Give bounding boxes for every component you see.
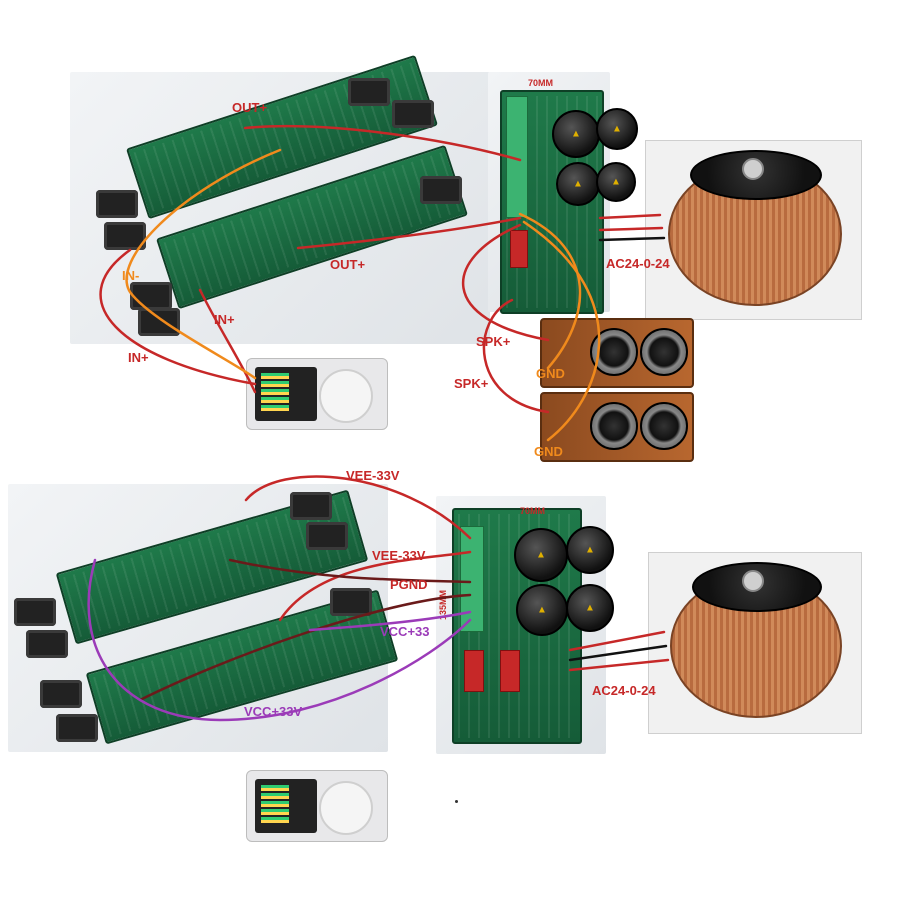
- player-screen: [255, 367, 317, 421]
- player-screen: [255, 779, 317, 833]
- filter-capacitor: ▲: [514, 528, 568, 582]
- power-transistor: [96, 190, 138, 218]
- dimension-label: 70MM: [528, 78, 554, 88]
- wire-spk-plus-2: [482, 298, 550, 414]
- label-ac: AC24-0-24: [592, 683, 656, 698]
- power-transistor: [392, 100, 434, 128]
- label-ac: AC24-0-24: [606, 256, 670, 271]
- filter-capacitor: ▲: [596, 108, 638, 150]
- relay: [464, 650, 484, 692]
- power-transistor: [138, 308, 180, 336]
- mp3-player-bottom: [246, 770, 388, 842]
- power-transistor: [56, 714, 98, 742]
- label-in-plus: IN+: [214, 312, 235, 327]
- dimension-label: 135MM: [438, 589, 449, 621]
- power-transistor: [420, 176, 462, 204]
- label-vee: VEE-33V: [346, 468, 400, 483]
- power-transistor: [14, 598, 56, 626]
- player-control-pad: [319, 369, 373, 423]
- label-pgnd: PGND: [390, 577, 428, 592]
- speaker-driver: [640, 402, 688, 450]
- label-gnd: GND: [534, 444, 563, 459]
- label-out-plus: OUT+: [232, 100, 268, 115]
- power-transistor: [26, 630, 68, 658]
- filter-capacitor: ▲: [566, 526, 614, 574]
- relay: [500, 650, 520, 692]
- terminal-block: [506, 96, 528, 218]
- player-control-pad: [319, 781, 373, 835]
- power-transistor: [130, 282, 172, 310]
- label-in-minus: IN-: [122, 268, 140, 283]
- speaker-driver: [590, 328, 638, 376]
- stray-dot: [455, 800, 458, 803]
- speaker-driver: [640, 328, 688, 376]
- mp3-player-top: [246, 358, 388, 430]
- dimension-label: 70MM: [520, 506, 546, 516]
- label-spk-plus: SPK+: [476, 334, 511, 349]
- power-transistor: [306, 522, 348, 550]
- speaker-driver: [590, 402, 638, 450]
- filter-capacitor: ▲: [552, 110, 600, 158]
- label-gnd: GND: [536, 366, 565, 381]
- filter-capacitor: ▲: [516, 584, 568, 636]
- filter-capacitor: ▲: [596, 162, 636, 202]
- power-transistor: [40, 680, 82, 708]
- label-spk-plus: SPK+: [454, 376, 489, 391]
- label-vcc: VCC+33: [380, 624, 430, 639]
- transformer-bolt: [742, 158, 764, 180]
- power-transistor: [104, 222, 146, 250]
- filter-capacitor: ▲: [556, 162, 600, 206]
- power-transistor: [290, 492, 332, 520]
- label-out-plus: OUT+: [330, 257, 366, 272]
- power-transistor: [330, 588, 372, 616]
- relay: [510, 230, 528, 268]
- label-in-plus: IN+: [128, 350, 149, 365]
- power-transistor: [348, 78, 390, 106]
- transformer-bolt: [742, 570, 764, 592]
- terminal-block: [460, 526, 484, 632]
- filter-capacitor: ▲: [566, 584, 614, 632]
- label-vcc: VCC+33V: [244, 704, 303, 719]
- label-vee: VEE-33V: [372, 548, 426, 563]
